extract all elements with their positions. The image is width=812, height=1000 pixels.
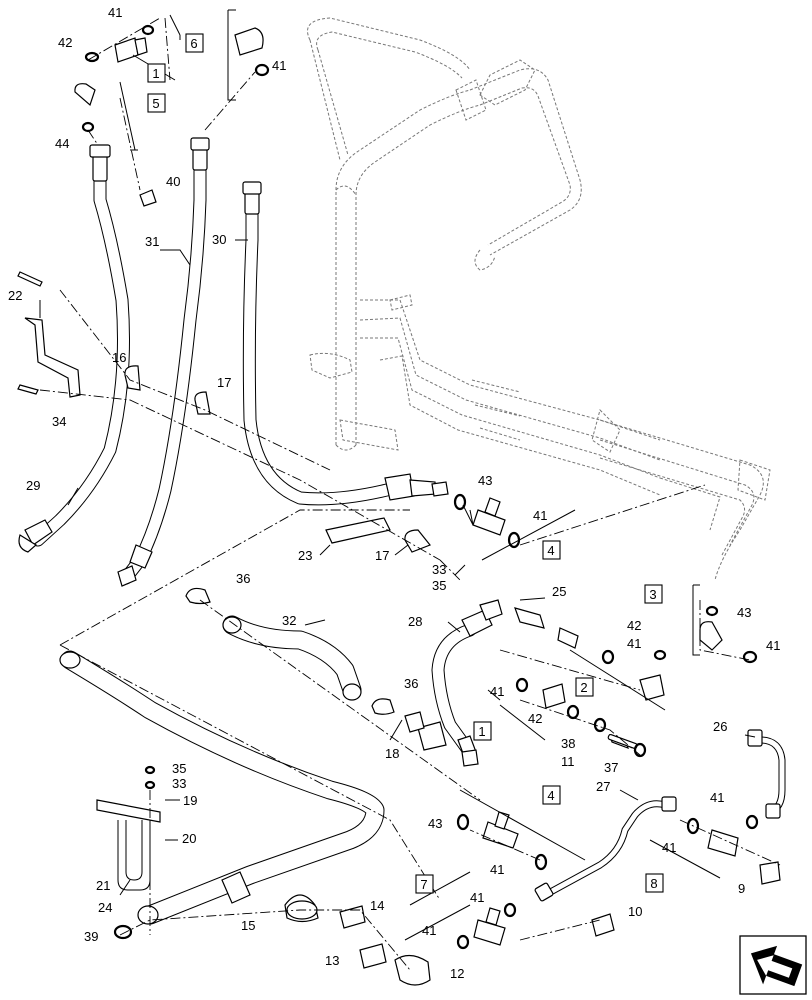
label-18: 18 — [385, 746, 399, 761]
label-29: 29 — [26, 478, 40, 493]
label-26: 26 — [713, 719, 727, 734]
label-10: 10 — [628, 904, 642, 919]
label-41: 41 — [490, 862, 504, 877]
label-35: 35 — [172, 761, 186, 776]
label-33: 33 — [432, 562, 446, 577]
label-41: 41 — [627, 636, 641, 651]
callout-boxes — [147, 33, 664, 894]
label-1: 1 — [152, 66, 159, 81]
label-33: 33 — [172, 776, 186, 791]
fittings — [17, 24, 781, 986]
label-5: 5 — [152, 96, 159, 111]
label-41: 41 — [470, 890, 484, 905]
label-43: 43 — [428, 816, 442, 831]
label-30: 30 — [212, 232, 226, 247]
next-page-arrow-icon[interactable] — [739, 935, 807, 995]
label-37: 37 — [604, 760, 618, 775]
label-36: 36 — [236, 571, 250, 586]
label-25: 25 — [552, 584, 566, 599]
label-35: 35 — [432, 578, 446, 593]
label-19: 19 — [183, 793, 197, 808]
label-11: 11 — [561, 754, 575, 769]
label-42: 42 — [627, 618, 641, 633]
label-40: 40 — [166, 174, 180, 189]
label-41: 41 — [766, 638, 780, 653]
label-43: 43 — [737, 605, 751, 620]
label-41: 41 — [272, 58, 286, 73]
label-38: 38 — [561, 736, 575, 751]
label-41: 41 — [422, 923, 436, 938]
label-14: 14 — [370, 898, 384, 913]
label-28: 28 — [408, 614, 422, 629]
label-20: 20 — [182, 831, 196, 846]
label-8: 8 — [650, 876, 657, 891]
center-lines — [39, 17, 781, 971]
label-7: 7 — [420, 877, 427, 892]
label-34: 34 — [52, 414, 66, 429]
label-24: 24 — [98, 900, 112, 915]
label-43: 43 — [478, 473, 492, 488]
label-15: 15 — [241, 918, 255, 933]
label-22: 22 — [8, 288, 22, 303]
part-number-labels: 41 42 6 1 41 5 44 40 31 30 22 16 17 34 2… — [8, 5, 780, 981]
label-1: 1 — [478, 724, 485, 739]
label-42: 42 — [58, 35, 72, 50]
label-41: 41 — [533, 508, 547, 523]
label-41: 41 — [662, 840, 676, 855]
label-44: 44 — [55, 136, 69, 151]
frame-assembly — [307, 17, 771, 581]
leader-lines — [39, 9, 756, 941]
label-31: 31 — [145, 234, 159, 249]
label-23: 23 — [298, 548, 312, 563]
label-13: 13 — [325, 953, 339, 968]
label-2: 2 — [580, 680, 587, 695]
label-4: 4 — [547, 788, 554, 803]
label-36: 36 — [404, 676, 418, 691]
label-41: 41 — [108, 5, 122, 20]
label-39: 39 — [84, 929, 98, 944]
label-21: 21 — [96, 878, 110, 893]
label-12: 12 — [450, 966, 464, 981]
label-41: 41 — [710, 790, 724, 805]
label-17: 17 — [375, 548, 389, 563]
label-6: 6 — [190, 36, 197, 51]
label-41: 41 — [490, 684, 504, 699]
label-16: 16 — [112, 350, 126, 365]
label-4: 4 — [547, 543, 554, 558]
hoses — [18, 137, 786, 925]
label-9: 9 — [738, 881, 745, 896]
label-3: 3 — [649, 587, 656, 602]
label-32: 32 — [282, 613, 296, 628]
label-42: 42 — [528, 711, 542, 726]
label-17: 17 — [217, 375, 231, 390]
label-27: 27 — [596, 779, 610, 794]
